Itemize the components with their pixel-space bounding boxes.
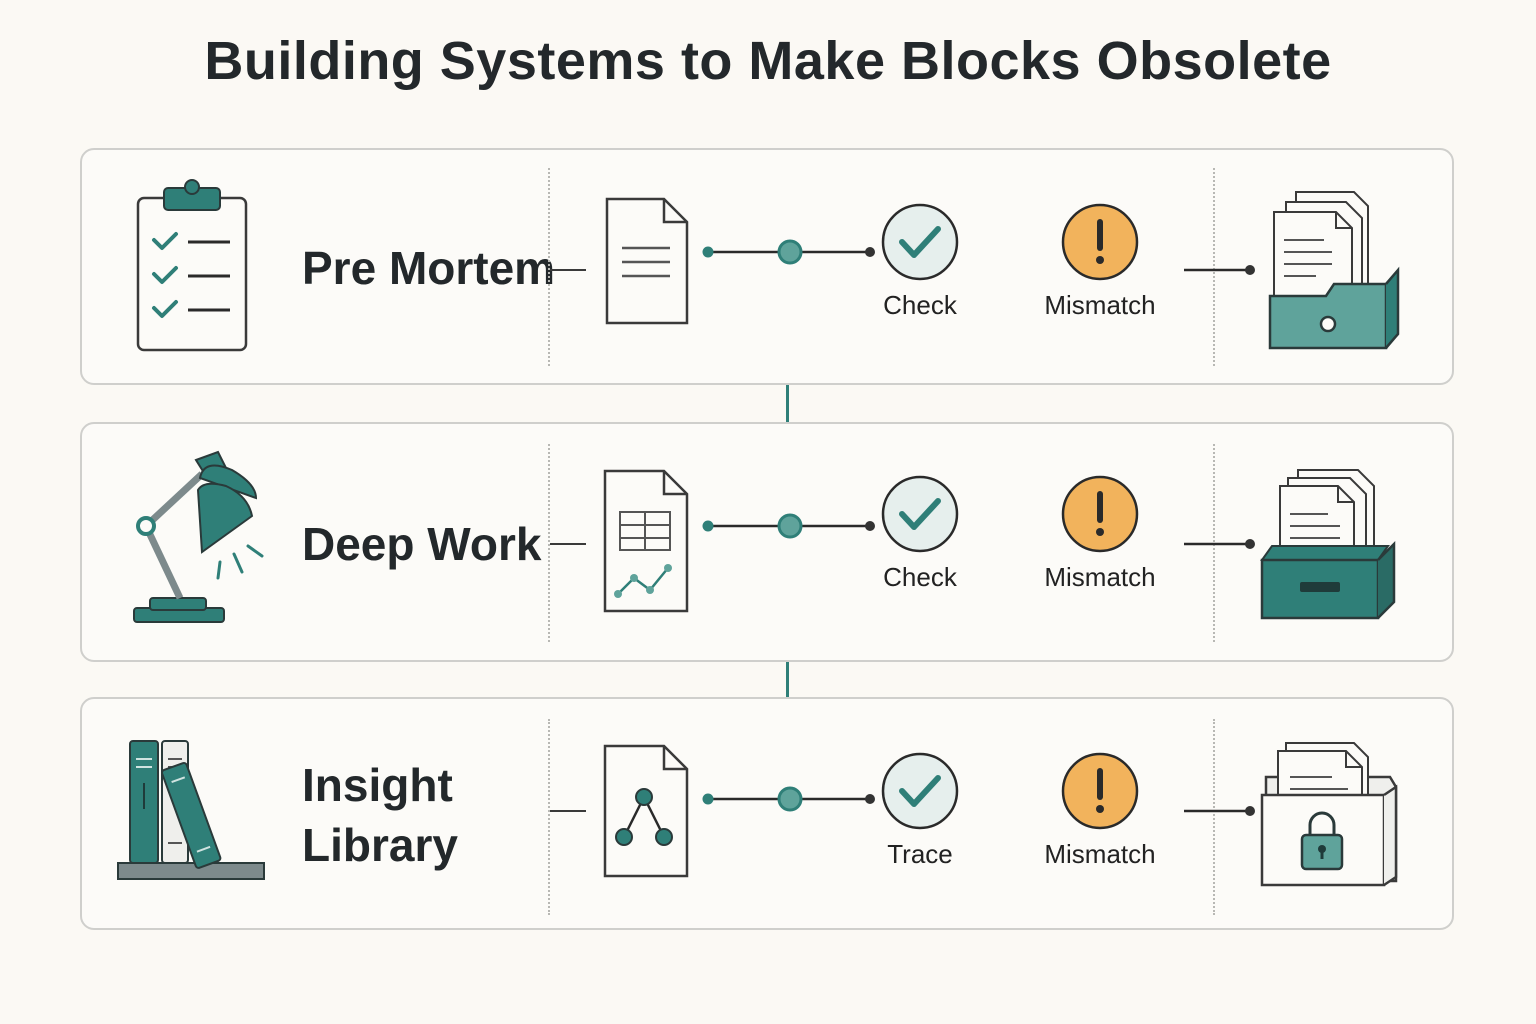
spine-connector	[702, 513, 875, 539]
clipboard-checklist-icon	[136, 179, 248, 352]
page-title: Building Systems to Make Blocks Obsolete	[204, 31, 1332, 91]
locked-folder-icon	[1260, 742, 1398, 887]
open-file-tray-icon	[1268, 191, 1400, 350]
row-deep-work: Deep Work Check Mismatch	[80, 422, 1454, 662]
status-check: Check	[855, 474, 985, 593]
status-trace: Trace	[855, 751, 985, 870]
status-label: Mismatch	[1044, 839, 1156, 869]
row-label: Deep Work	[302, 518, 542, 570]
divider-dotted	[548, 168, 550, 366]
row-pre-mortem: Pre Mortem Check Mismatch	[80, 148, 1454, 385]
status-mismatch: Mismatch	[1035, 751, 1165, 870]
graph-tree-document-icon	[603, 744, 689, 878]
file-connector	[1184, 806, 1255, 816]
check-circle-icon	[881, 203, 959, 281]
row-label: Insight Library	[302, 759, 458, 871]
status-label: Check	[883, 562, 957, 592]
status-mismatch: Mismatch	[1035, 202, 1165, 321]
check-circle-icon	[881, 475, 959, 553]
divider-dotted	[1213, 719, 1215, 915]
file-connector	[1184, 539, 1255, 549]
connector-stub	[550, 543, 586, 545]
status-label: Check	[883, 290, 957, 320]
text-document-icon	[605, 197, 689, 325]
status-label: Mismatch	[1044, 562, 1156, 592]
status-mismatch: Mismatch	[1035, 474, 1165, 593]
desk-lamp-icon	[133, 450, 264, 623]
status-label: Mismatch	[1044, 290, 1156, 320]
file-connector	[1184, 265, 1255, 275]
spreadsheet-chart-document-icon	[603, 469, 689, 613]
status-check: Check	[855, 202, 985, 321]
status-label: Trace	[887, 839, 953, 869]
divider-dotted	[548, 444, 550, 642]
spine-connector	[702, 239, 875, 265]
connector-stub	[550, 269, 586, 271]
connector-stub	[550, 810, 586, 812]
file-drawer-icon	[1260, 469, 1396, 620]
row-insight-library: Insight Library Trace Mismatch	[80, 697, 1454, 930]
warning-circle-icon	[1061, 203, 1139, 281]
check-circle-icon	[881, 752, 959, 830]
warning-circle-icon	[1061, 752, 1139, 830]
divider-dotted	[1213, 168, 1215, 366]
books-on-shelf-icon	[117, 740, 265, 880]
divider-dotted	[548, 719, 550, 915]
warning-circle-icon	[1061, 475, 1139, 553]
row-label: Pre Mortem	[302, 242, 556, 294]
spine-connector	[702, 786, 875, 812]
